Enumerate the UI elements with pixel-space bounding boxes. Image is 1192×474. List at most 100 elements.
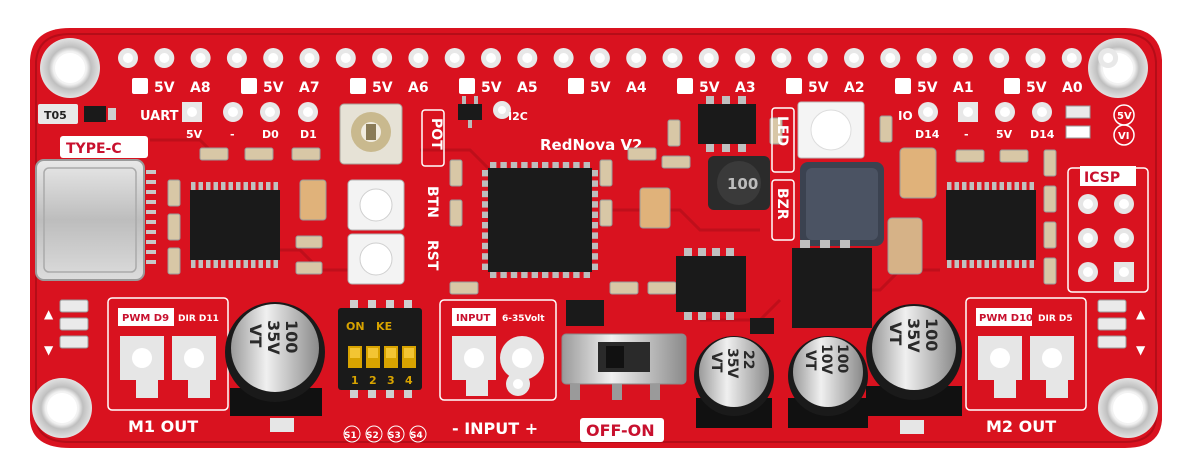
btn-label: BTN	[424, 186, 440, 218]
gnd-marker	[1004, 78, 1020, 94]
gnd-marker	[895, 78, 911, 94]
user-button[interactable]	[347, 179, 405, 231]
m1-terminal[interactable]	[120, 336, 216, 398]
inductor-label: 100	[727, 175, 758, 193]
svg-text:VT: VT	[886, 322, 905, 345]
header-pads	[118, 48, 1119, 68]
led-vi-label: VI	[1118, 131, 1129, 142]
uart-pads	[182, 101, 1052, 122]
svg-text:35V: 35V	[264, 320, 283, 355]
svg-text:4: 4	[405, 374, 413, 387]
m2-terminal[interactable]	[978, 336, 1074, 398]
rgb-led	[797, 101, 865, 159]
header-label: 5V	[372, 80, 393, 96]
dir-left-label: DIR D11	[178, 314, 219, 324]
potentiometer[interactable]	[339, 103, 403, 165]
capacitor-100uf-10v: 100 10V VT	[788, 336, 868, 428]
pwm-left-label: PWM D9	[122, 313, 169, 324]
svg-text:▼: ▼	[44, 343, 54, 357]
input-box-label: INPUT	[456, 313, 491, 324]
input-terminal[interactable]	[452, 336, 544, 396]
dip-switch-labels: S1 S2 S3 S4	[343, 425, 427, 443]
pot-label: POT	[428, 118, 444, 150]
capacitor-left: 100 35V VT	[225, 302, 325, 416]
type-c-label: TYPE-C	[66, 141, 122, 157]
inductor: 100	[708, 156, 770, 210]
capacitor-right: 100 35V VT	[866, 304, 962, 416]
dip-switch[interactable]	[338, 300, 422, 398]
off-on-label: OFF-ON	[586, 421, 655, 440]
svg-text:100: 100	[834, 344, 850, 373]
gnd-marker	[677, 78, 693, 94]
header-label: 5V	[808, 80, 829, 96]
led-5v-label: 5V	[1117, 111, 1132, 122]
io-pin-d14a: D14	[915, 128, 940, 141]
rst-label: RST	[424, 240, 440, 271]
header-label: 5V	[481, 80, 502, 96]
header-label: 5V	[699, 80, 720, 96]
svg-text:VT: VT	[246, 324, 265, 347]
gnd-marker	[568, 78, 584, 94]
uart-label: UART	[140, 109, 179, 124]
pwm-right-label: PWM D10	[979, 313, 1033, 324]
header-label: A8	[190, 80, 211, 96]
m2-out-label: M2 OUT	[986, 417, 1056, 436]
uart-pin-d0: D0	[262, 128, 279, 141]
uart-pin-d1: D1	[300, 128, 317, 141]
reset-button[interactable]	[347, 233, 405, 285]
header-label: 5V	[263, 80, 284, 96]
svg-text:▼: ▼	[1136, 343, 1146, 357]
left-driver-ic	[190, 182, 280, 268]
svg-text:35V: 35V	[724, 348, 740, 378]
svg-text:22: 22	[740, 350, 756, 369]
icsp-header[interactable]	[1078, 194, 1134, 282]
svg-text:S4: S4	[410, 431, 423, 441]
svg-text:VT: VT	[802, 350, 818, 371]
svg-text:35V: 35V	[904, 318, 923, 353]
led-label: LED	[774, 116, 790, 146]
right-driver-ic	[946, 182, 1036, 268]
header-label: A2	[844, 80, 865, 96]
m1-out-label: M1 OUT	[128, 417, 198, 436]
header-label: A3	[735, 80, 756, 96]
header-label: 5V	[590, 80, 611, 96]
input-label: - INPUT +	[452, 419, 538, 438]
uart-pin-5v: 5V	[186, 128, 203, 141]
header-label: 5V	[917, 80, 938, 96]
main-mcu	[482, 162, 598, 278]
input-range-label: 6-35Volt	[502, 314, 545, 324]
header-label: A1	[953, 80, 974, 96]
i2c-label: I2C	[508, 110, 528, 123]
gnd-marker	[786, 78, 802, 94]
header-label: 5V	[154, 80, 175, 96]
svg-text:1: 1	[351, 374, 359, 387]
svg-text:2: 2	[369, 374, 377, 387]
led-vi-indicator	[1113, 124, 1135, 146]
svg-text:100: 100	[282, 320, 301, 353]
header-label: A4	[626, 80, 647, 96]
header-label: A0	[1062, 80, 1083, 96]
io-label: IO	[898, 109, 913, 123]
gnd-marker	[459, 78, 475, 94]
io-pin-5v: 5V	[996, 128, 1013, 141]
header-label: A6	[408, 80, 429, 96]
dip-top-label: ON KE	[346, 320, 392, 333]
svg-text:▲: ▲	[44, 307, 54, 321]
gnd-marker	[241, 78, 257, 94]
dir-right-label: DIR D5	[1038, 314, 1073, 324]
uart-pin-gnd: -	[230, 128, 235, 141]
svg-text:S1: S1	[344, 431, 357, 441]
svg-text:VT: VT	[708, 352, 724, 373]
icsp-label: ICSP	[1084, 170, 1120, 186]
io-pin-gnd: -	[964, 128, 969, 141]
svg-text:3: 3	[387, 374, 395, 387]
gnd-marker	[350, 78, 366, 94]
svg-text:▲: ▲	[1136, 307, 1146, 321]
svg-text:S2: S2	[366, 431, 379, 441]
svg-text:10V: 10V	[818, 344, 834, 374]
power-switch[interactable]	[561, 333, 687, 400]
svg-text:100: 100	[922, 318, 941, 351]
